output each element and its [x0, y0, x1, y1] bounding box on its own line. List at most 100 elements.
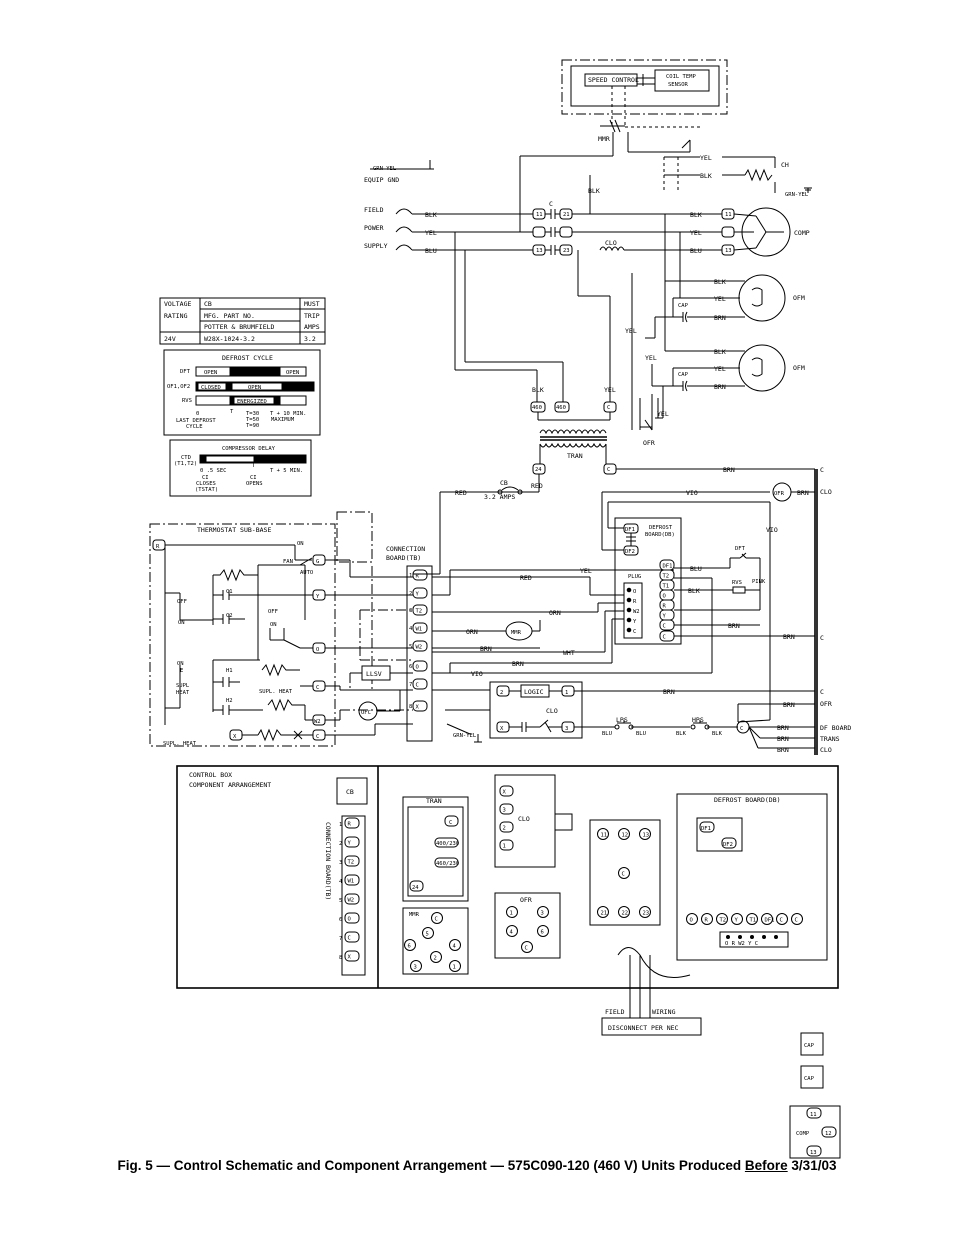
disconnect-label: DISCONNECT PER NEC: [608, 1024, 679, 1032]
tstat-g: G: [316, 559, 319, 565]
tstat-r: R: [156, 544, 160, 550]
ofm1-brn: BRN: [714, 314, 726, 322]
plug-pin-label: W2: [633, 609, 640, 615]
equip-ground: GRN-YEL EQUIP GND: [364, 160, 434, 184]
compressor-wiring: BLK YEL BLU 11 13 COMP: [572, 207, 810, 257]
tstat-c-2: C: [316, 734, 319, 740]
dc-title: DEFROST CYCLE: [222, 354, 273, 362]
cb-term-label: C: [416, 683, 419, 689]
cbox-tb-number: 1: [339, 822, 342, 828]
dc-zero: 0: [196, 411, 199, 417]
tstat-h2: H2: [226, 698, 233, 704]
cb-table-cell: W28X-1024-3.2: [204, 335, 255, 343]
cbox-tb-term-label: X: [348, 955, 352, 961]
l3-blu: BLU: [425, 247, 437, 255]
cbox-cont-top-label: 13: [643, 833, 650, 839]
l2-yel: YEL: [425, 229, 437, 237]
mmr-contact: MMR: [519, 119, 700, 214]
logic-brn: BRN: [663, 688, 675, 696]
cbox-mmr-term-shape: [404, 939, 416, 951]
dc-rvs: RVS: [182, 398, 192, 404]
tstat-off-1: OFF: [177, 599, 187, 605]
cbox-db-term-shape: [701, 913, 713, 925]
cb-table-cell: 3.2: [304, 335, 316, 343]
wire-wht: WHT: [563, 649, 575, 657]
cb-number: 8: [409, 704, 412, 710]
cbox-mmr-term-label: 1: [453, 965, 456, 971]
cb-term-shape: [412, 678, 428, 690]
tstat-h1: H1: [226, 668, 233, 674]
ofm1-yel: YEL: [714, 295, 726, 303]
db-blu: BLU: [690, 565, 702, 573]
dc-t10: T + 10 MIN.: [270, 411, 306, 417]
cbox-tb-number: 4: [339, 879, 343, 885]
cbox-tb-term-shape: [344, 817, 360, 829]
cb-term-label: T2: [416, 609, 423, 615]
bus-trans: TRANS: [820, 735, 840, 743]
cbox-tb-term-label: W1: [348, 879, 355, 885]
cbox-tb-term-label: O: [348, 917, 351, 923]
cbox-tb-term-label: Y: [348, 841, 352, 847]
ofm1-blk: BLK: [714, 278, 726, 286]
cbox-cont-top-shape: [618, 828, 630, 840]
cb-table-cell: POTTER & BRUMFIELD: [204, 323, 275, 331]
dc-last-1: LAST DEFROST: [176, 418, 216, 424]
cbox-tb-number: 6: [339, 917, 342, 923]
cbox-df1: DF1: [701, 826, 711, 832]
ofr-coil: OFR: [774, 491, 785, 497]
wire-orn: ORN: [549, 609, 561, 617]
cbox-clo-term-shape: [499, 821, 514, 833]
wire-pink: PINK: [752, 579, 766, 585]
bus-c-1: C: [820, 466, 824, 474]
tstat-on-3: ON: [270, 622, 277, 628]
cb-table-cell: AMPS: [304, 323, 320, 331]
cbox-mmr-term-shape: [410, 960, 422, 972]
comp-t13: 13: [725, 248, 732, 254]
ch-blk-label: BLK: [700, 172, 712, 180]
comp-t11: 11: [725, 212, 732, 218]
comp-box-t12: 12: [825, 1131, 832, 1137]
cbox-plug-dot: [738, 935, 742, 939]
cbox-db-term-label: DF1: [765, 918, 775, 924]
ofm1-label: OFM: [793, 294, 805, 302]
dc-t: T: [230, 409, 234, 415]
bus-clo-2: CLO: [820, 746, 832, 754]
ofm-2: OFM BLK YEL BRN CAP: [672, 344, 805, 392]
cbox-mmr-term-label: 5: [426, 932, 429, 938]
cbox-db-term-label: C: [795, 918, 798, 924]
cb-table-cell: VOLTAGE: [164, 300, 191, 308]
cb-term-shape: [412, 622, 428, 634]
cbox-ofr: OFR: [520, 896, 532, 904]
cbox-cont-top-shape: [597, 828, 609, 840]
cap-box-2: CAP: [804, 1076, 815, 1082]
cd-cl2: CLOSES: [196, 481, 216, 487]
clo-label: CLO: [605, 239, 617, 247]
cbox-db-term-label: T2: [720, 918, 727, 924]
transformer: BLK YEL 460 460 C TRAN 24 C BRN C RED CB…: [439, 214, 824, 574]
lps-blu-2: BLU: [636, 731, 646, 737]
cbox-db-term-shape: [761, 913, 773, 925]
cbox-tb-term-shape: [344, 931, 360, 943]
dc-dft: DFT: [180, 369, 191, 375]
cbox-clo-term-label: 3: [503, 808, 506, 814]
tstat-supl-heat-1: SUPL. HEAT: [259, 689, 293, 695]
cbox-db: DEFROST BOARD(DB): [714, 796, 781, 804]
tstat-x: X: [233, 734, 237, 740]
cbox-mmr-term-shape: [449, 960, 461, 972]
cb-number: 6: [409, 664, 412, 670]
cb-label-2: BOARD(TB): [386, 554, 421, 562]
mmr-label: MMR: [511, 630, 522, 636]
llsv-label: LLSV: [366, 670, 382, 678]
plug-pin-label: R: [633, 599, 637, 605]
bus-brn-3: BRN: [777, 746, 789, 754]
cb-term-shape: [412, 587, 428, 599]
dc-closed: CLOSED: [201, 385, 221, 391]
wire-red: RED: [520, 574, 532, 582]
comp-box-t11: 11: [810, 1112, 817, 1118]
cbox-plug: O R W2 Y C: [725, 941, 758, 947]
cbox-mmr-term-shape: [431, 912, 443, 924]
comp-blk: BLK: [690, 211, 702, 219]
tstat-heat: HEAT: [176, 690, 190, 696]
dc-open-3: OPEN: [248, 385, 261, 391]
